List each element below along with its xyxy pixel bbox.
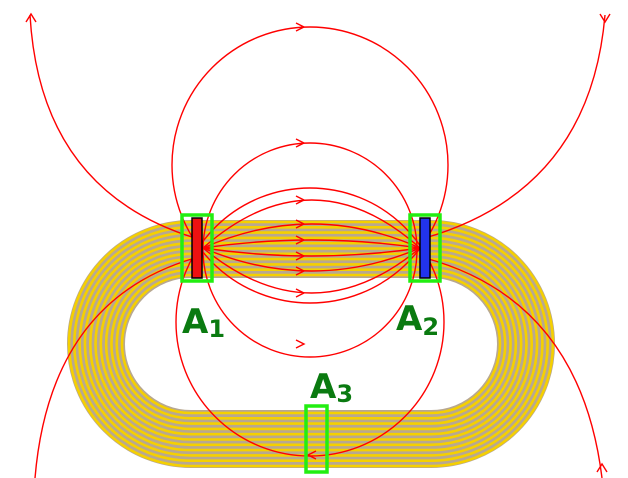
field-line bbox=[202, 247, 421, 272]
arrow-icon bbox=[295, 195, 306, 205]
coil-winding bbox=[110, 263, 512, 425]
arrow-icon bbox=[599, 13, 611, 24]
arrow-icon bbox=[295, 339, 306, 349]
coil-core bbox=[67, 220, 555, 468]
coil-winding bbox=[67, 220, 555, 468]
field-line bbox=[202, 223, 421, 249]
highlight-box bbox=[180, 213, 214, 283]
arrow-icon bbox=[295, 22, 306, 32]
label-a1: A1 bbox=[182, 302, 225, 343]
pole-a2 bbox=[408, 213, 442, 283]
coil-winding bbox=[88, 241, 534, 447]
arrow-icon bbox=[295, 251, 306, 261]
arrow-icon bbox=[295, 138, 306, 148]
field-line bbox=[202, 247, 421, 257]
highlight-box bbox=[304, 404, 329, 474]
coil-winding bbox=[73, 226, 549, 462]
field-line bbox=[202, 199, 421, 249]
coil-winding bbox=[78, 231, 544, 457]
label-a3: A3 bbox=[310, 367, 353, 408]
arrow-icon bbox=[295, 288, 306, 298]
coil-winding bbox=[99, 252, 523, 436]
highlight-box bbox=[408, 213, 442, 283]
arrow-icon bbox=[306, 450, 317, 460]
coil-winding bbox=[104, 257, 518, 431]
coil-winding bbox=[115, 268, 507, 420]
arrow-icon bbox=[295, 219, 306, 229]
arrow-icon bbox=[295, 266, 306, 276]
field-line bbox=[424, 257, 603, 478]
arrow-icon bbox=[25, 12, 37, 23]
arrow-icon bbox=[596, 462, 608, 473]
coil-section-a3 bbox=[304, 404, 329, 474]
field-line bbox=[171, 26, 449, 304]
field-line bbox=[29, 14, 196, 239]
pole-a1 bbox=[180, 213, 214, 283]
field-lines bbox=[25, 12, 611, 478]
coil-winding bbox=[83, 236, 539, 452]
arrow-icon bbox=[295, 235, 306, 245]
field-line bbox=[424, 14, 606, 239]
coil-winding bbox=[120, 273, 502, 415]
field-line bbox=[202, 239, 421, 249]
field-line bbox=[34, 257, 196, 478]
field-line bbox=[202, 247, 421, 294]
label-a2: A2 bbox=[396, 299, 439, 341]
coil-winding bbox=[94, 247, 528, 441]
